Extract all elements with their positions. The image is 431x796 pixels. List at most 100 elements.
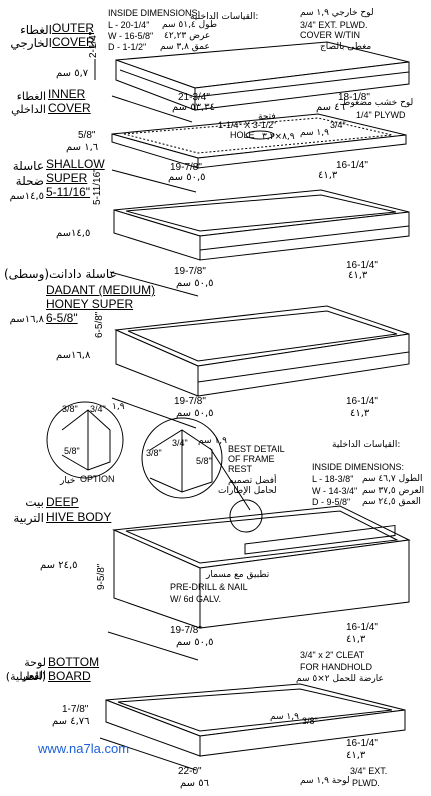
deep-height-ar: ٢٤,٥ سم — [40, 560, 78, 571]
deep-cleat-ar: عارضة للحمل ٢×٥ سم — [296, 674, 384, 684]
bottom-height: 1-7/8" — [62, 704, 89, 715]
dadant-super-drawing — [111, 305, 410, 429]
deep-nail-ar: تطبيق مع مسمار — [206, 570, 270, 580]
deep-cleat-1: 3/4" x 2" CLEAT — [300, 650, 365, 660]
shallow-width-ar: ٤١,٣ — [348, 270, 368, 281]
deep-title-1: DEEP — [46, 495, 79, 509]
bottom-length: 22-0" — [178, 766, 202, 777]
outer-inside-w: W - 16-5/8" — [108, 31, 154, 41]
best-detail-ar-1: أفضل تصميم — [228, 476, 277, 486]
shallow-length: 19-7/8" — [174, 266, 206, 277]
shallow-height-ar: ١٤,٥سم — [56, 228, 91, 239]
bottom-title-ar-2: (الطبلية) — [5, 670, 46, 683]
outer-inside-d: D - 1-1/2" — [108, 42, 147, 52]
outer-width: 18-1/8" — [338, 92, 370, 103]
shallow-title-1: SHALLOW — [46, 157, 105, 171]
bottom-length-ar: ٥٦ سم — [180, 778, 209, 789]
outer-inside-l-ar: طول ٥١,٤ سم — [162, 20, 217, 30]
outer-plywood-2: COVER W/TIN — [300, 30, 360, 40]
best-detail-3: REST — [228, 464, 253, 474]
dadant-height: 6-5/8" — [94, 311, 105, 338]
inner-width-ar: ٤١,٣ — [318, 170, 338, 181]
bottom-rim-ar: ١,٩ سم — [270, 712, 299, 722]
bottom-width: 16-1/4" — [346, 738, 378, 749]
shallow-title-3: 5-11/16" — [46, 185, 91, 199]
outer-cover-title-1: OUTER — [52, 21, 94, 35]
dadant-width-ar: ٤١,٣ — [350, 408, 370, 419]
best-detail-1: BEST DETAIL — [228, 444, 285, 454]
deep-inside-d: D - 9-5/8" — [312, 497, 351, 507]
shallow-title-ar-3: ١٤,٥سم — [9, 191, 44, 202]
inner-rim: 3/4" — [330, 120, 346, 130]
dadant-title-ar-2: ١٦,٨سم — [9, 314, 44, 325]
joint-detail-right — [141, 417, 251, 511]
best-detail-ar-2: لحامل الإطارات — [218, 486, 277, 496]
detail-d5: 3/8" — [146, 448, 162, 458]
bottom-height-ar: ٤,٧٦ سم — [52, 716, 90, 727]
bottom-title-2: BOARD — [48, 669, 91, 683]
outer-inside-w-ar: عرض ٤٢,٢٣ — [164, 31, 211, 41]
detail-d2: 3/4" — [90, 404, 106, 414]
dadant-length-ar: ٥٠,٥ سم — [176, 408, 214, 419]
outer-inside-dims-title: INSIDE DIMENSIONS: — [108, 8, 201, 18]
bottom-rim: 3/8" — [302, 716, 318, 726]
outer-cover-drawing — [94, 41, 410, 123]
outer-width-ar: ٤٦ سم — [316, 102, 345, 113]
outer-cover-title-2: COVER — [52, 35, 95, 49]
outer-height-ar: ٥,٧ سم — [56, 68, 89, 79]
deep-inside-w: W - 14-3/4" — [312, 486, 358, 496]
deep-title-ar-2: التربية — [13, 511, 44, 525]
detail-option: OPTION — [80, 474, 115, 484]
detail-d2-ar: ١,٩ — [112, 402, 125, 412]
bottom-width-ar: ٤١,٣ — [346, 750, 366, 761]
bottom-plywood-1: 3/4" EXT. — [350, 766, 388, 776]
outer-height: 2-1/4" — [88, 31, 99, 58]
inner-height-ar: ١,٦ سم — [66, 142, 99, 153]
dadant-height-ar: ١٦,٨سم — [56, 350, 91, 361]
deep-width: 16-1/4" — [346, 622, 378, 633]
deep-length-ar: ٥٠,٥ سم — [176, 637, 214, 648]
site-url: www.na7la.com — [38, 741, 130, 756]
inner-width: 16-1/4" — [336, 160, 368, 171]
detail-option-ar: خيار — [60, 476, 76, 486]
inner-plywood-ar: لوح خشب مضغوط — [342, 98, 414, 108]
deep-nail-2: W/ 6d GALV. — [170, 594, 222, 604]
deep-title-2: HIVE BODY — [46, 510, 112, 524]
deep-hive-body-drawing — [107, 499, 411, 661]
deep-title-ar-1: بيت — [25, 495, 44, 509]
deep-inside-title-ar: القياسات الداخلية: — [332, 440, 401, 450]
shallow-height: 5-11/16" — [92, 168, 103, 205]
outer-plywood-ar-2: مغطى بالصاج — [320, 42, 372, 52]
deep-width-ar: ٤١,٣ — [346, 634, 366, 645]
deep-inside-d-ar: العمق ٢٤,٥ سم — [362, 497, 421, 507]
dadant-length: 19-7/8" — [174, 396, 206, 407]
outer-length-ar: ٥٣,٣٤ سم — [172, 102, 215, 113]
detail-d1: 3/8" — [62, 404, 78, 414]
dadant-title-2: HONEY SUPER — [46, 297, 134, 311]
shallow-title-ar-1: عاسلة — [12, 159, 44, 173]
deep-inside-title: INSIDE DIMENSIONS: — [312, 462, 405, 472]
dadant-title-3: 6-5/8" — [46, 311, 78, 325]
bottom-plywood-2: PLWD. — [352, 778, 380, 788]
inner-length: 19-7/8" — [170, 162, 202, 173]
dadant-title-ar: عاسلة دادانت(وسطى) — [4, 267, 117, 281]
joint-detail-left — [46, 401, 124, 479]
bottom-plywood-ar: لوحة ١,٩ سم — [300, 776, 350, 786]
outer-inside-dims-title-ar: القياسات الداخلية: — [190, 12, 259, 22]
detail-d6: 5/8" — [196, 456, 212, 466]
outer-plywood-1: 3/4" EXT. PLWD. — [300, 20, 368, 30]
inner-rim-ar: ١,٩ سم — [300, 128, 329, 138]
bottom-title-ar-1: لوحة القعر — [22, 656, 46, 682]
inner-hole-1: 1-1/4" X 3-1/2" — [218, 120, 277, 130]
inner-cover-drawing — [111, 113, 407, 193]
shallow-super-drawing — [109, 189, 410, 297]
deep-inside-l: L - 18-3/8" — [312, 474, 354, 484]
inner-cover-title-ar: الغطاء الداخلي — [11, 90, 46, 116]
shallow-length-ar: ٥٠,٥ سم — [176, 278, 214, 289]
deep-inside-l-ar: الطول ٤٦,٧ سم — [362, 474, 423, 484]
shallow-title-ar-2: ضحلة — [15, 174, 44, 188]
deep-nail-1: PRE-DRILL & NAIL — [170, 582, 248, 592]
inner-length-ar: ٥٠,٥ سم — [168, 172, 206, 183]
outer-length: 21-3/4" — [178, 92, 210, 103]
